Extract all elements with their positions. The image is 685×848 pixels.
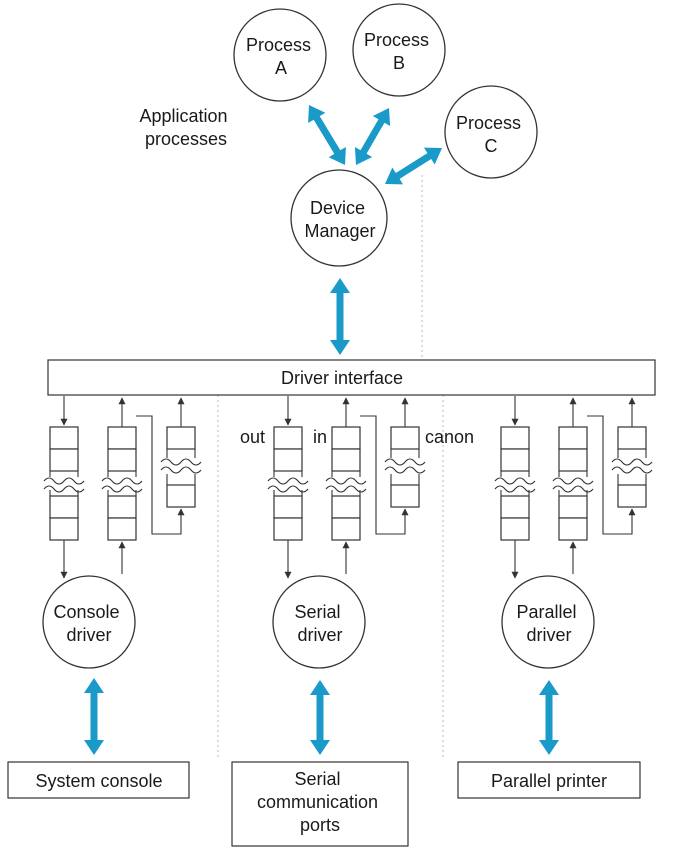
arrow-process-c-manager — [385, 147, 442, 185]
svg-text:Process B: Process B — [364, 30, 434, 73]
process-c: Process C — [444, 85, 538, 179]
arrow-process-a-manager — [308, 105, 346, 165]
in-queue — [325, 397, 367, 574]
queue-label-in: in — [313, 427, 327, 447]
queue-cell — [331, 426, 361, 450]
canon-queue — [136, 397, 202, 535]
queue-cell — [331, 448, 361, 472]
arrow-serial-driver-device — [310, 680, 330, 755]
arrow-console-driver-device — [84, 678, 104, 755]
svg-text:Device Manager: Device Manager — [304, 198, 375, 241]
queue-cell — [273, 448, 303, 472]
queue-cell — [331, 517, 361, 541]
arrow-manager-interface — [330, 278, 350, 355]
queue-label-out: out — [240, 427, 265, 447]
queue-cell — [107, 517, 137, 541]
serial-driver: Serial driver — [272, 575, 366, 669]
queue-cell — [166, 484, 196, 508]
queue-cell — [617, 484, 647, 508]
queue-cell — [500, 495, 530, 519]
driver-queues — [43, 396, 653, 579]
queue-cell — [273, 495, 303, 519]
in-queue — [552, 397, 594, 574]
queue-cell — [558, 426, 588, 450]
queue-cell — [273, 426, 303, 450]
parallel-driver: Parallel driver — [501, 575, 595, 669]
svg-text:Parallel driver: Parallel driver — [516, 602, 581, 645]
application-processes-label: Application processes — [139, 106, 232, 149]
serial-queues — [267, 396, 426, 579]
parallel-printer-box: Parallel printer — [457, 761, 641, 799]
svg-text:Driver interface: Driver interface — [281, 368, 403, 388]
parallel-queues — [494, 396, 653, 579]
queue-link-arrow — [136, 415, 185, 535]
canon-queue — [587, 397, 653, 535]
in-queue — [101, 397, 143, 574]
arrow-process-b-manager — [354, 108, 391, 165]
queue-cell — [500, 448, 530, 472]
svg-text:Serial driver: Serial driver — [294, 602, 345, 645]
queue-cell — [49, 495, 79, 519]
queue-cell — [49, 517, 79, 541]
queue-cell — [166, 426, 196, 450]
queue-cell — [49, 426, 79, 450]
queue-cell — [107, 495, 137, 519]
queue-cell — [617, 426, 647, 450]
queue-cell — [558, 448, 588, 472]
device-manager: Device Manager — [290, 169, 388, 267]
queue-cell — [500, 517, 530, 541]
system-console-box: System console — [7, 761, 190, 799]
process-a: Process A — [233, 8, 327, 102]
bidirectional-arrows — [84, 105, 559, 755]
svg-text:Parallel printer: Parallel printer — [491, 771, 607, 791]
console-driver: Console driver — [42, 575, 136, 669]
svg-text:System console: System console — [35, 771, 162, 791]
out-queue — [43, 396, 85, 579]
queue-cell — [558, 495, 588, 519]
out-queue — [267, 396, 309, 579]
queue-cell — [390, 426, 420, 450]
queue-cell — [273, 517, 303, 541]
svg-text:Serial communication: Serial communication ports — [257, 769, 383, 835]
queue-link-arrow — [587, 415, 636, 535]
svg-text:Process A: Process A — [246, 35, 316, 78]
queue-cell — [500, 426, 530, 450]
queue-label-canon: canon — [425, 427, 474, 447]
queue-cell — [49, 448, 79, 472]
serial-communication-ports-box: Serial communication ports — [231, 761, 409, 847]
driver-interface-bar: Driver interface — [47, 359, 656, 396]
queue-cell — [331, 495, 361, 519]
canon-queue — [360, 397, 426, 535]
arrow-parallel-driver-device — [539, 680, 559, 755]
console-queues — [43, 396, 202, 579]
queue-cell — [107, 426, 137, 450]
out-queue — [494, 396, 536, 579]
svg-text:Console driver: Console driver — [53, 602, 124, 645]
svg-text:Process C: Process C — [456, 113, 526, 156]
process-b: Process B — [352, 3, 446, 97]
queue-cell — [558, 517, 588, 541]
queue-link-arrow — [360, 415, 409, 535]
queue-cell — [390, 484, 420, 508]
queue-cell — [107, 448, 137, 472]
